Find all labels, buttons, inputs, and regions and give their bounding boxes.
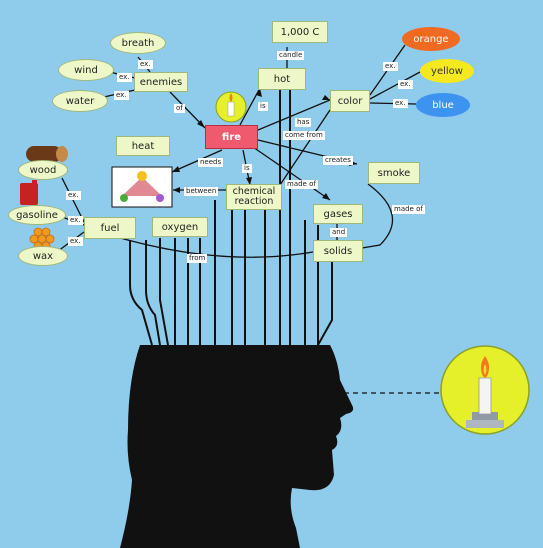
hot-node[interactable]: hot bbox=[258, 68, 306, 90]
link-label-and: and bbox=[330, 228, 348, 237]
link-label-from: from bbox=[187, 254, 208, 263]
color-node[interactable]: color bbox=[330, 90, 370, 112]
link-label-ex-water: ex. bbox=[114, 91, 129, 100]
link-label-come-from: come from bbox=[283, 131, 325, 140]
smoke-node[interactable]: smoke bbox=[368, 162, 420, 184]
link-label-is-2: is bbox=[242, 164, 252, 173]
blue-node[interactable]: blue bbox=[416, 93, 470, 117]
link-label-ex-gasoline: ex. bbox=[68, 216, 83, 225]
connectors bbox=[57, 44, 421, 258]
gases-node[interactable]: gases bbox=[313, 204, 363, 224]
fire-triangle-icon bbox=[111, 166, 173, 208]
link-label-made-of-2: made of bbox=[392, 205, 425, 214]
orange-node[interactable]: orange bbox=[402, 27, 460, 51]
gasoline-node[interactable]: gasoline bbox=[8, 205, 66, 225]
link-label-ex-wood: ex. bbox=[66, 191, 81, 200]
link-label-of: of bbox=[174, 104, 185, 113]
gasoline-can-icon bbox=[20, 180, 38, 205]
link-label-is: is bbox=[258, 102, 268, 111]
temperature-node[interactable]: 1,000 C bbox=[272, 21, 328, 43]
wax-node[interactable]: wax bbox=[18, 246, 68, 266]
link-label-ex-wax: ex. bbox=[68, 237, 83, 246]
link-label-ex-wind: ex. bbox=[117, 73, 132, 82]
wood-node[interactable]: wood bbox=[18, 160, 68, 180]
link-label-ex-yellow: ex. bbox=[398, 80, 413, 89]
link-label-candle: candle bbox=[277, 51, 305, 60]
fuel-node[interactable]: fuel bbox=[84, 217, 136, 239]
small-candle-icon bbox=[215, 91, 247, 123]
wood-icon bbox=[26, 146, 68, 162]
chemical-reaction-node[interactable]: chemical reaction bbox=[226, 184, 282, 210]
link-label-ex-orange: ex. bbox=[383, 62, 398, 71]
water-node[interactable]: water bbox=[52, 90, 108, 112]
fire-node[interactable]: fire bbox=[205, 125, 258, 149]
oxygen-node[interactable]: oxygen bbox=[152, 217, 208, 237]
candle-badge-icon bbox=[440, 345, 530, 435]
head-silhouette bbox=[120, 345, 354, 548]
wax-honeycomb-icon bbox=[29, 227, 55, 251]
link-label-ex-blue: ex. bbox=[393, 99, 408, 108]
link-label-between: between bbox=[184, 187, 219, 196]
enemies-node[interactable]: enemies bbox=[134, 72, 188, 92]
wind-node[interactable]: wind bbox=[58, 59, 114, 81]
link-label-has: has bbox=[295, 118, 312, 127]
link-label-ex-breath: ex. bbox=[138, 60, 153, 69]
breath-node[interactable]: breath bbox=[110, 32, 166, 54]
link-label-made-of: made of bbox=[285, 180, 318, 189]
yellow-node[interactable]: yellow bbox=[420, 59, 474, 83]
link-label-creates: creates bbox=[323, 156, 353, 165]
heat-node[interactable]: heat bbox=[116, 136, 170, 156]
link-label-needs: needs bbox=[198, 158, 224, 167]
solids-node[interactable]: solids bbox=[313, 240, 363, 262]
